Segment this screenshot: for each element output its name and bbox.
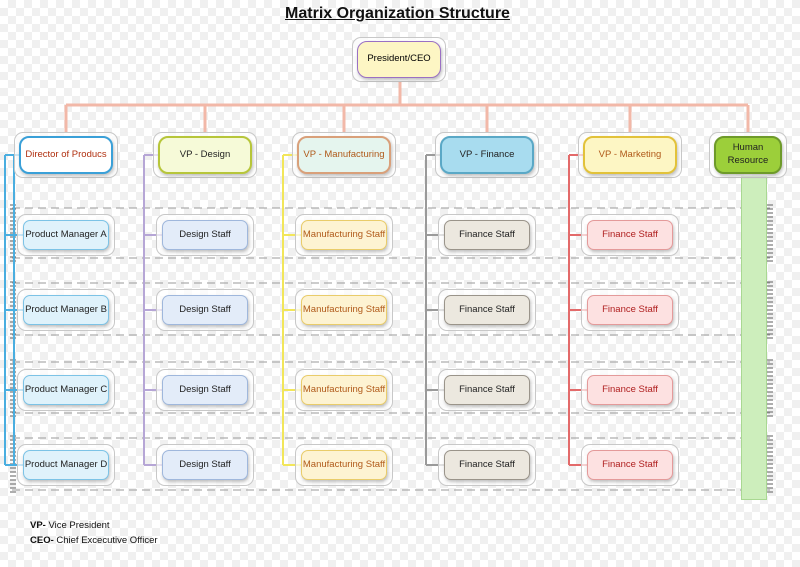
staff-box[interactable]: Design Staff [162, 220, 248, 250]
column-head-label: VP - Marketing [598, 148, 662, 160]
legend-vp-abbr: VP- [30, 520, 46, 531]
staff-label: Product Manager C [24, 383, 108, 395]
staff-label: Finance Staff [459, 383, 515, 395]
staff-box[interactable]: Finance Staff [444, 450, 530, 480]
staff-label: Finance Staff [459, 228, 515, 240]
staff-box[interactable]: Design Staff [162, 375, 248, 405]
ceo-label: President/CEO [367, 53, 431, 65]
staff-box[interactable]: Product Manager D [23, 450, 109, 480]
staff-label: Design Staff [179, 458, 231, 470]
staff-label: Design Staff [179, 383, 231, 395]
staff-box[interactable]: Design Staff [162, 450, 248, 480]
staff-box[interactable]: Product Manager B [23, 295, 109, 325]
column-head-5[interactable]: Human Resource [714, 136, 782, 174]
staff-box[interactable]: Product Manager C [23, 375, 109, 405]
staff-label: Manufacturing Staff [302, 303, 386, 315]
chart-title: Matrix Organization Structure [285, 5, 510, 22]
legend-vp: VP- Vice President [30, 520, 110, 531]
staff-box[interactable]: Product Manager A [23, 220, 109, 250]
staff-label: Finance Staff [459, 303, 515, 315]
staff-label: Finance Staff [459, 458, 515, 470]
staff-box[interactable]: Manufacturing Staff [301, 375, 387, 405]
staff-box[interactable]: Manufacturing Staff [301, 295, 387, 325]
column-head-4[interactable]: VP - Marketing [583, 136, 677, 174]
column-head-label: Director of Producs [25, 148, 107, 160]
staff-label: Finance Staff [602, 383, 658, 395]
legend-ceo-text: Chief Excecutive Officer [56, 535, 158, 546]
staff-box[interactable]: Finance Staff [444, 220, 530, 250]
staff-label: Design Staff [179, 228, 231, 240]
staff-box[interactable]: Design Staff [162, 295, 248, 325]
staff-label: Design Staff [179, 303, 231, 315]
staff-label: Product Manager A [25, 228, 107, 240]
column-head-2[interactable]: VP - Manufacturing [297, 136, 391, 174]
staff-box[interactable]: Finance Staff [587, 375, 673, 405]
staff-label: Product Manager D [24, 458, 108, 470]
staff-label: Finance Staff [602, 458, 658, 470]
staff-box[interactable]: Finance Staff [444, 375, 530, 405]
column-head-label: VP - Design [179, 148, 231, 160]
staff-box[interactable]: Finance Staff [444, 295, 530, 325]
legend-ceo: CEO- Chief Excecutive Officer [30, 535, 158, 546]
staff-label: Finance Staff [602, 228, 658, 240]
column-head-label: VP - Finance [459, 148, 515, 160]
column-head-label: VP - Manufacturing [303, 148, 385, 160]
staff-box[interactable]: Manufacturing Staff [301, 450, 387, 480]
staff-box[interactable]: Finance Staff [587, 220, 673, 250]
staff-box[interactable]: Finance Staff [587, 295, 673, 325]
staff-box[interactable]: Finance Staff [587, 450, 673, 480]
staff-label: Finance Staff [602, 303, 658, 315]
staff-label: Product Manager B [25, 303, 107, 315]
hr-strip [741, 176, 767, 500]
ceo-box[interactable]: President/CEO [357, 41, 441, 78]
staff-label: Manufacturing Staff [302, 458, 386, 470]
legend-ceo-abbr: CEO- [30, 535, 54, 546]
column-head-3[interactable]: VP - Finance [440, 136, 534, 174]
column-head-1[interactable]: VP - Design [158, 136, 252, 174]
column-head-0[interactable]: Director of Producs [19, 136, 113, 174]
staff-box[interactable]: Manufacturing Staff [301, 220, 387, 250]
staff-label: Manufacturing Staff [302, 228, 386, 240]
staff-label: Manufacturing Staff [302, 383, 386, 395]
column-head-label: Human Resource [727, 142, 769, 166]
legend-vp-text: Vice President [48, 520, 110, 531]
